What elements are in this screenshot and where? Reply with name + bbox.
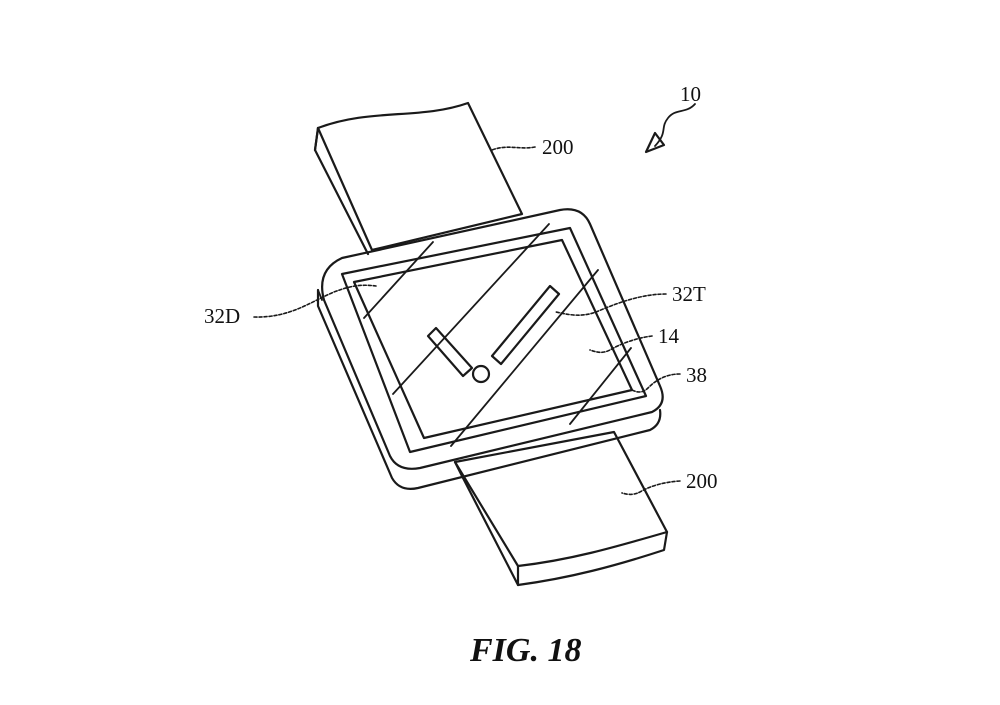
upper-band — [313, 101, 524, 256]
label-display: 32D — [204, 304, 240, 328]
label-housing: 38 — [686, 363, 707, 387]
lower-band — [453, 430, 669, 587]
label-band-top: 200 — [542, 135, 574, 159]
leader-display — [253, 284, 377, 318]
label-band-bottom: 200 — [686, 469, 718, 493]
label-touch-sensor: 32T — [672, 282, 706, 306]
watch-face-hands — [426, 284, 561, 384]
leader-band-top — [491, 146, 536, 151]
label-display-cover: 14 — [658, 324, 680, 348]
leader-housing — [631, 373, 681, 393]
label-device: 10 — [680, 82, 701, 106]
leader-touch-sensor — [555, 293, 667, 316]
leader-display-cover — [589, 335, 653, 354]
figure-caption: FIG. 18 — [469, 632, 581, 669]
leader-band-bottom — [621, 480, 681, 496]
device-ref-arrow — [644, 103, 696, 154]
touch-sensor-lines — [363, 223, 632, 447]
display-cover — [340, 226, 648, 454]
